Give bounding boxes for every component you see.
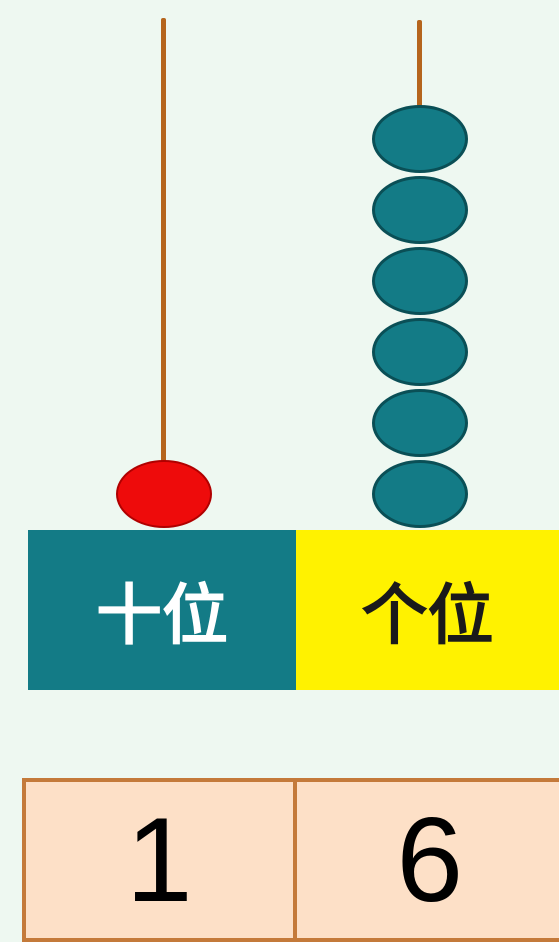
ones-digit-cell: 6	[294, 778, 559, 942]
tens-bead	[116, 460, 212, 528]
ones-place-label: 个位	[296, 530, 559, 690]
digit-table: 1 6	[22, 778, 559, 942]
ones-bead	[372, 105, 468, 173]
ones-bead	[372, 176, 468, 244]
tens-digit-cell: 1	[22, 778, 295, 942]
ones-bead	[372, 247, 468, 315]
tens-rod	[161, 18, 166, 478]
ones-bead	[372, 460, 468, 528]
ones-bead	[372, 389, 468, 457]
ones-rod	[417, 20, 422, 118]
ones-bead	[372, 318, 468, 386]
tens-place-label: 十位	[28, 530, 296, 690]
